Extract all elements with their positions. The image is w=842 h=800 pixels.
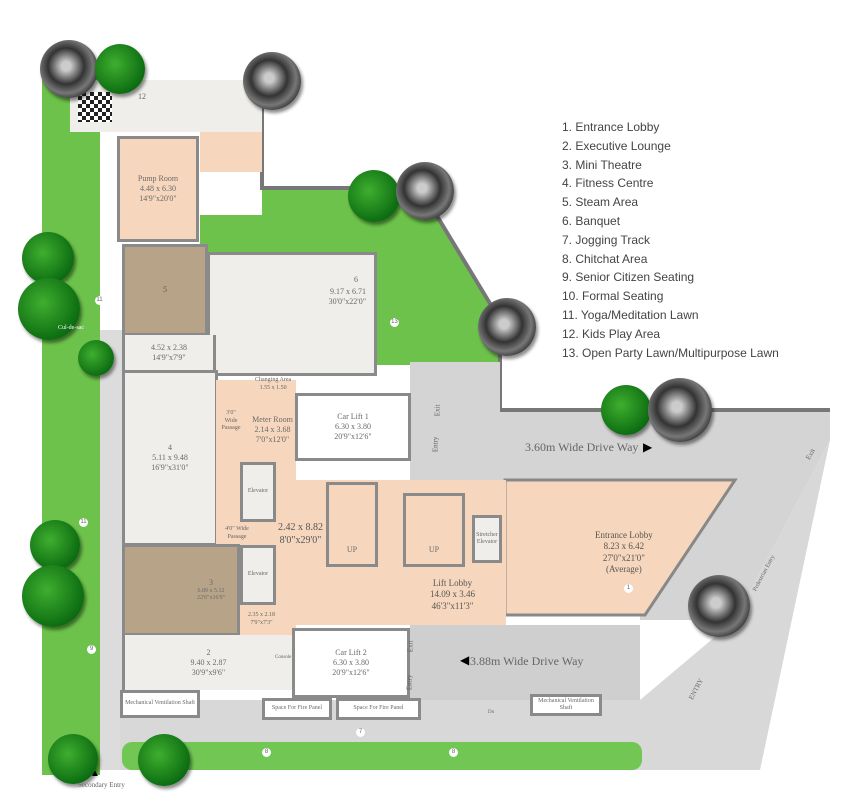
mech-shaft-1: Mechanical Ventilation Shaft xyxy=(120,690,200,718)
tree-icon xyxy=(243,52,301,110)
legend-item: 13. Open Party Lawn/Multipurpose Lawn xyxy=(562,345,779,360)
meter-room: Meter Room 2.14 x 3.68 7'0"x12'0" xyxy=(250,395,295,465)
mini-theatre: 3 6.89 x 5.12 22'6"x16'9" xyxy=(122,544,240,636)
yoga-lawn-strip xyxy=(42,70,100,775)
tree-icon xyxy=(40,40,98,98)
legend-item: 5. Steam Area xyxy=(562,195,639,210)
arrow-up-icon: ▲ xyxy=(90,768,100,779)
drive-way-upper xyxy=(410,362,830,620)
fire-panel-1: Space For Fire Panel xyxy=(262,698,332,720)
walkway xyxy=(100,330,122,770)
tree-icon xyxy=(478,298,536,356)
executive-lounge: 2 9.40 x 2.87 30'9"x9'6" xyxy=(122,635,292,690)
chessboard-icon xyxy=(78,92,112,122)
legend-item: 10. Formal Seating xyxy=(562,289,664,304)
legend-item: 11. Yoga/Meditation Lawn xyxy=(562,307,699,322)
legend-item: 2. Executive Lounge xyxy=(562,138,671,153)
stretcher-elevator: Stretcher Elevator xyxy=(472,515,502,563)
tree-icon xyxy=(648,378,712,442)
tree-icon xyxy=(396,162,454,220)
arrow-right-icon: ▶ xyxy=(643,440,653,454)
legend: 1. Entrance Lobby 2. Executive Lounge 3.… xyxy=(562,120,779,364)
tree-icon xyxy=(95,44,145,94)
elevator-1: Elevator xyxy=(240,462,276,522)
boundary-wall xyxy=(260,78,830,412)
staircase-1: UP xyxy=(326,482,378,567)
tree-icon xyxy=(48,734,98,784)
jogging-track xyxy=(120,440,830,770)
tree-icon xyxy=(22,565,84,627)
tree-icon xyxy=(78,340,114,376)
pump-annex xyxy=(200,132,262,172)
tree-icon xyxy=(688,575,750,637)
arrow-left-icon: ◀ xyxy=(460,653,470,667)
tree-icon xyxy=(18,278,80,340)
tree-icon xyxy=(348,170,400,222)
tree-icon xyxy=(138,734,190,786)
legend-item: 8. Chitchat Area xyxy=(562,251,648,266)
banquet: 6 9.17 x 6.71 30'0"x22'0" xyxy=(207,252,377,376)
legend-item: 9. Senior Citizen Seating xyxy=(562,270,695,285)
fitness-centre: 4 5.11 x 9.48 16'9"x31'0" xyxy=(122,370,218,546)
tree-icon xyxy=(601,385,651,435)
steam-area: 5 xyxy=(122,244,208,336)
pump-room: Pump Room 4.48 x 6.30 14'9"x20'0" xyxy=(117,136,199,242)
car-lift-1: Car Lift 1 6.30 x 3.80 20'9"x12'6" xyxy=(295,393,411,461)
drive-way-2-label: 3.88m Wide Drive Way xyxy=(470,654,584,668)
passage-area: 4.52 x 2.38 14'9"x7'9" xyxy=(122,335,216,371)
staircase-2: UP xyxy=(403,493,465,567)
legend-item: 6. Banquet xyxy=(562,213,621,228)
drive-way-lower xyxy=(410,625,640,700)
tree-icon xyxy=(22,232,74,284)
legend-item: 7. Jogging Track xyxy=(562,232,651,247)
tree-icon xyxy=(30,520,80,570)
mech-shaft-2: Mechanical Ventilation Shaft xyxy=(530,694,602,716)
legend-item: 12. Kids Play Area xyxy=(562,326,661,341)
chitchat-lawn xyxy=(122,742,642,770)
fire-panel-2: Space For Fire Panel xyxy=(336,698,421,720)
car-lift-2: Car Lift 2 6.30 x 3.80 20'9"x12'6" xyxy=(292,628,410,698)
elevator-2: Elevator xyxy=(240,545,276,605)
party-lawn xyxy=(200,190,500,410)
legend-item: 3. Mini Theatre xyxy=(562,157,642,172)
drive-way-1-label: 3.60m Wide Drive Way xyxy=(525,440,639,454)
legend-item: 4. Fitness Centre xyxy=(562,176,654,191)
legend-item: 1. Entrance Lobby xyxy=(562,120,660,134)
